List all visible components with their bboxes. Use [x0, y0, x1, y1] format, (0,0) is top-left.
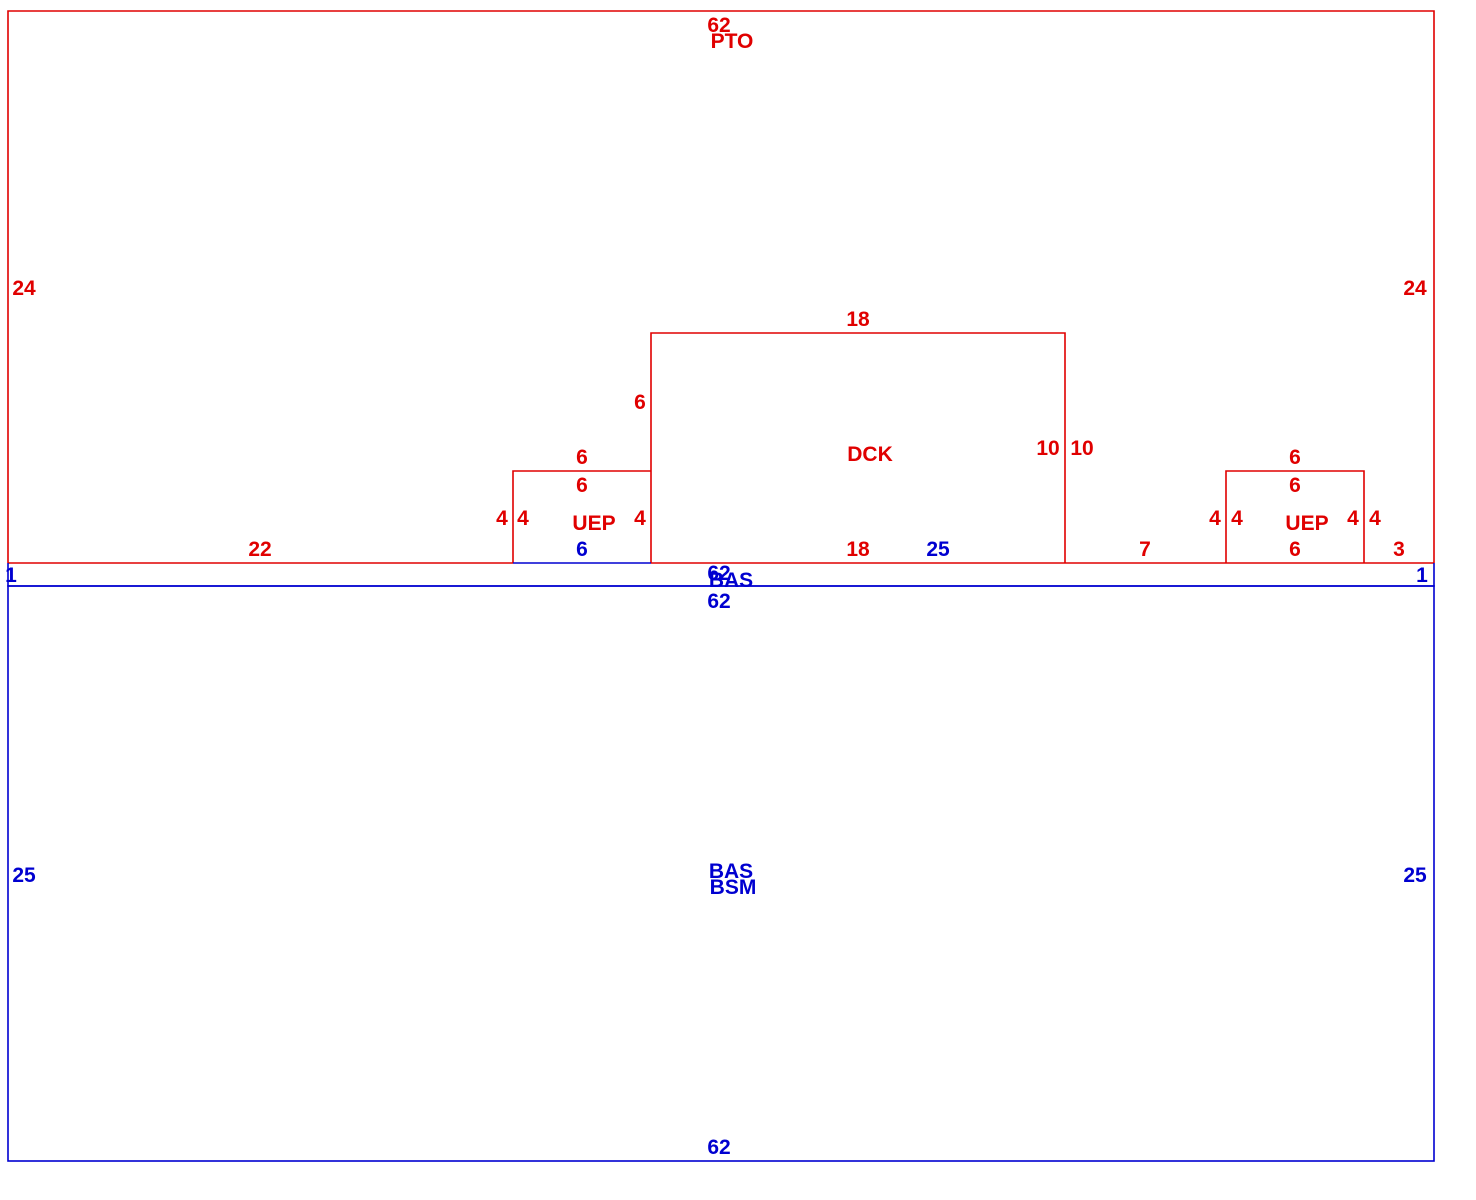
dck-right-inner-dim: 10 — [1036, 437, 1059, 460]
uep-left-top-inner-dim: 6 — [576, 474, 588, 497]
uep-left-left-inner-dim: 4 — [517, 507, 529, 530]
uep-left-outline — [512, 470, 651, 563]
bas-main-top-dim: 62 — [707, 590, 730, 613]
bas-strip-label: BAS — [709, 569, 753, 592]
dck-right-outer-dim: 10 — [1070, 437, 1093, 460]
bas-main-left-dim: 25 — [12, 864, 36, 887]
dck-label: DCK — [847, 443, 893, 466]
dck-top-dim: 18 — [846, 308, 870, 331]
uep-right-bottom-dim: 6 — [1289, 538, 1301, 561]
uep-right-top-inner-dim: 6 — [1289, 474, 1301, 497]
uep-right-label: UEP — [1285, 512, 1328, 535]
bas-main-bottom-dim: 62 — [707, 1136, 730, 1159]
uep-right-top-outer-dim: 6 — [1289, 446, 1301, 469]
bas-strip-right-dim: 1 — [1416, 564, 1428, 587]
pto-left-dim: 24 — [12, 277, 36, 300]
uep-right-left-outer-dim: 4 — [1209, 507, 1221, 530]
pto-bottom-middle-dim: 25 — [926, 538, 950, 561]
uep-right-outline — [1225, 470, 1365, 563]
uep-right-right-inner-dim: 4 — [1347, 507, 1359, 530]
pto-label: PTO — [711, 30, 754, 53]
pto-right-dim: 24 — [1403, 277, 1427, 300]
bas-strip-left-dim: 1 — [5, 564, 17, 587]
dck-bottom-dim: 18 — [846, 538, 870, 561]
dck-outline — [650, 332, 1066, 563]
uep-left-label: UEP — [572, 512, 615, 535]
pto-bottom-right-dim-b: 3 — [1393, 538, 1405, 561]
dck-left-dim: 6 — [634, 391, 646, 414]
uep-left-left-outer-dim: 4 — [496, 507, 508, 530]
pto-bottom-right-dim-a: 7 — [1139, 538, 1151, 561]
bas-strip-top-dim: 62 — [707, 562, 730, 585]
uep-right-right-outer-dim: 4 — [1369, 507, 1381, 530]
uep-left-right-dim: 4 — [634, 507, 646, 530]
pto-top-dim: 62 — [707, 14, 730, 37]
uep-right-left-inner-dim: 4 — [1231, 507, 1243, 530]
bas-main-right-dim: 25 — [1403, 864, 1427, 887]
bas-main-label-2: BSM — [710, 876, 757, 899]
bas-main-outline — [7, 585, 1435, 1162]
bas-main-label: BAS — [709, 860, 753, 883]
uep-left-bottom-dim: 6 — [576, 538, 588, 561]
pto-outline — [7, 10, 1435, 563]
uep-left-top-outer-dim: 6 — [576, 446, 588, 469]
pto-bottom-left-dim: 22 — [248, 538, 271, 561]
